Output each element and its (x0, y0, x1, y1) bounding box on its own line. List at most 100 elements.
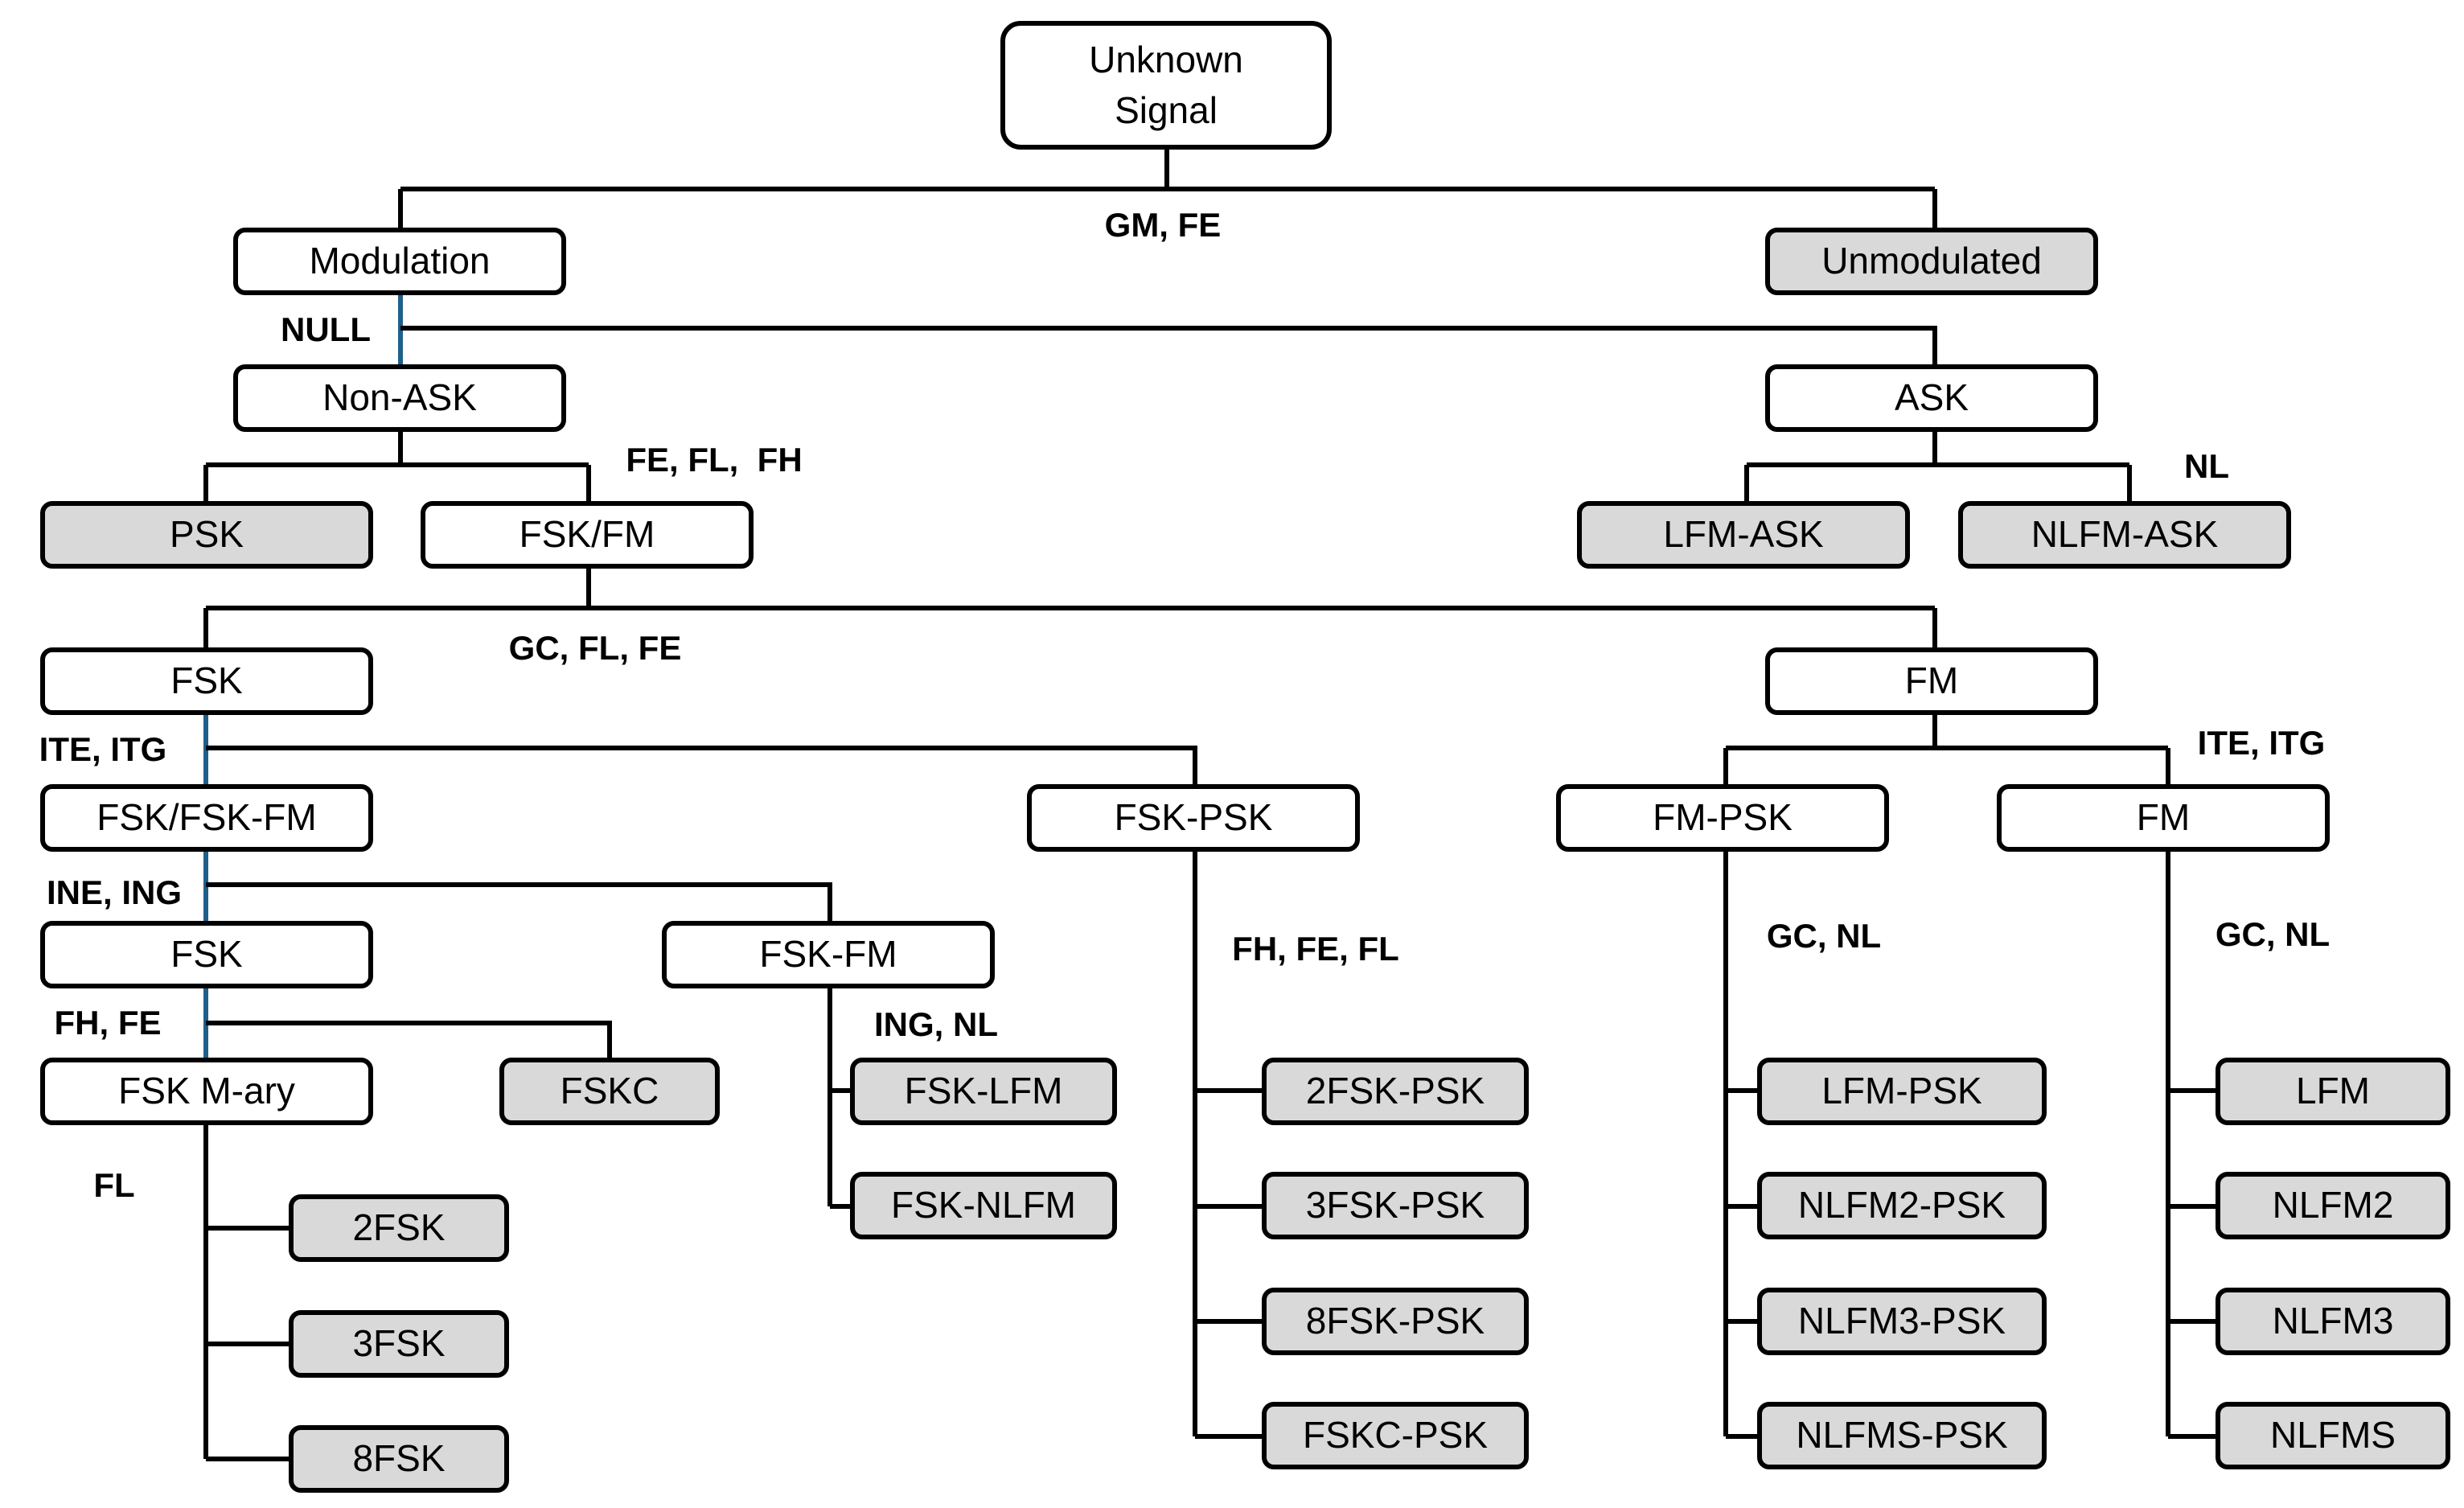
annotation-fe-fl-fh: FE, FL, FH (626, 441, 802, 479)
node-fm: FM (1765, 647, 2098, 715)
node-label: LFM-ASK (1663, 513, 1824, 555)
annotation-ing-nl: ING, NL (874, 1005, 998, 1043)
node-unmodulated: Unmodulated (1765, 228, 2098, 295)
annotation-gm-fe: GM, FE (1105, 206, 1222, 244)
node-label: FSKC-PSK (1303, 1414, 1488, 1456)
node-lfm: LFM (2216, 1058, 2450, 1125)
node-fsk-fm: FSK/FM (421, 501, 754, 569)
node-nlfms: NLFMS (2216, 1402, 2450, 1469)
node-label: FSK (170, 933, 243, 975)
edge-fsk-fskpsk (206, 746, 1197, 787)
node-label: FSK-LFM (905, 1070, 1063, 1111)
annotation-gc-nl-fm: GC, NL (2216, 915, 2330, 953)
edge-fmpsk-leaves (1723, 849, 1760, 1439)
node-fsk: FSK (40, 647, 373, 715)
node-label: NLFM-ASK (2031, 513, 2219, 555)
node-label: FSK-NLFM (891, 1184, 1076, 1226)
node-label: FSK M-ary (118, 1070, 295, 1111)
node-label: FM (1905, 659, 1958, 701)
node-label: NLFM2-PSK (1798, 1184, 2006, 1226)
node-label: 3FSK-PSK (1306, 1184, 1485, 1226)
node-label: NLFM3 (2273, 1300, 2394, 1342)
node-label: NLFM2 (2273, 1184, 2394, 1226)
connector-lines (203, 147, 2218, 1461)
node-fsk-lfm: FSK-LFM (850, 1058, 1117, 1125)
node-fskc: FSKC (499, 1058, 720, 1125)
annotation-gc-fl-fe: GC, FL, FE (509, 629, 682, 667)
edge-fskfm-leaves (827, 986, 852, 1209)
node-fm-psk: FM-PSK (1556, 784, 1889, 852)
annotation-fh-fe: FH, FE (55, 1004, 162, 1042)
node-non-ask: Non-ASK (233, 364, 566, 432)
node-label: FSK-PSK (1115, 796, 1273, 838)
node-2fsk-psk: 2FSK-PSK (1262, 1058, 1529, 1125)
node-label: NLFMS-PSK (1796, 1414, 2008, 1456)
edge-fskfsk-fskfm (206, 882, 832, 923)
edge-fsk-fskc (206, 1021, 612, 1060)
node-lfm-ask: LFM-ASK (1577, 501, 1910, 569)
node-fsk-m-ary: FSK M-ary (40, 1058, 373, 1125)
node-nlfm3-psk: NLFM3-PSK (1757, 1288, 2047, 1355)
node-nlfm2-psk: NLFM2-PSK (1757, 1172, 2047, 1239)
node-nlfm2: NLFM2 (2216, 1172, 2450, 1239)
node-ask: ASK (1765, 364, 2098, 432)
node-label: LFM (2296, 1070, 2370, 1111)
edge-fskfm-split (203, 566, 1937, 650)
edge-fm-split (1723, 713, 2170, 787)
node-nlfm3: NLFM3 (2216, 1288, 2450, 1355)
node-label: 8FSK-PSK (1306, 1300, 1485, 1342)
node-label: Non-ASK (322, 376, 477, 418)
node-psk: PSK (40, 501, 373, 569)
node-label: ASK (1895, 376, 1969, 418)
node-8fsk: 8FSK (289, 1425, 509, 1493)
node-fsk-nlfm: FSK-NLFM (850, 1172, 1117, 1239)
node-label: 2FSK-PSK (1306, 1070, 1485, 1111)
annotation-fl: FL (93, 1166, 134, 1204)
node-fskc-psk: FSKC-PSK (1262, 1402, 1529, 1469)
edge-nonask-split (203, 429, 591, 503)
node-3fsk: 3FSK (289, 1310, 509, 1378)
edge-fskpsk-leaves (1193, 849, 1264, 1439)
node-label: NLFMS (2270, 1414, 2396, 1456)
edge-annotations: GM, FE NULL FE, FL, FH NL GC, FL, FE ITE… (39, 206, 2331, 1204)
annotation-null: NULL (281, 310, 371, 348)
node-label: FSK (170, 659, 243, 701)
node-label: Modulation (309, 240, 490, 281)
edge-modulation-ask (400, 326, 1937, 367)
node-label-line-2: Signal (1115, 89, 1218, 131)
annotation-nl-ask: NL (2184, 447, 2229, 485)
edge-ask-split (1744, 429, 2132, 503)
node-label-line-1: Unknown (1089, 39, 1243, 80)
node-label: NLFM3-PSK (1798, 1300, 2006, 1342)
node-label: 2FSK (352, 1206, 445, 1248)
node-label: LFM-PSK (1821, 1070, 1982, 1111)
annotation-ite-itg-right: ITE, ITG (2198, 724, 2326, 762)
annotation-fh-fe-fl: FH, FE, FL (1232, 930, 1399, 968)
annotation-ite-itg-left: ITE, ITG (39, 730, 167, 768)
node-label: 3FSK (352, 1322, 445, 1364)
node-label: 8FSK (352, 1437, 445, 1479)
node-nlfms-psk: NLFMS-PSK (1757, 1402, 2047, 1469)
node-fsk-fm-sub: FSK-FM (662, 921, 995, 988)
node-label: FSK/FSK-FM (97, 796, 316, 838)
node-8fsk-psk: 8FSK-PSK (1262, 1288, 1529, 1355)
node-label: FSKC (561, 1070, 659, 1111)
node-label: FSK-FM (759, 933, 897, 975)
node-3fsk-psk: 3FSK-PSK (1262, 1172, 1529, 1239)
node-label: FM (2137, 796, 2190, 838)
node-label: FM-PSK (1653, 796, 1793, 838)
edge-fm-leaves (2166, 849, 2218, 1439)
node-fsk-fsk-fm: FSK/FSK-FM (40, 784, 373, 852)
annotation-ine-ing: INE, ING (47, 873, 182, 911)
node-nlfm-ask: NLFM-ASK (1958, 501, 2291, 569)
node-fsk-sub: FSK (40, 921, 373, 988)
node-unknown-signal: Unknown Signal (1000, 21, 1332, 150)
edge-root-split (398, 147, 1937, 230)
node-fm-sub: FM (1997, 784, 2330, 852)
node-fsk-psk: FSK-PSK (1027, 784, 1360, 852)
node-label: Unmodulated (1821, 240, 2042, 281)
annotation-gc-nl-fmpsk: GC, NL (1767, 917, 1881, 955)
node-modulation: Modulation (233, 228, 566, 295)
node-lfm-psk: LFM-PSK (1757, 1058, 2047, 1125)
